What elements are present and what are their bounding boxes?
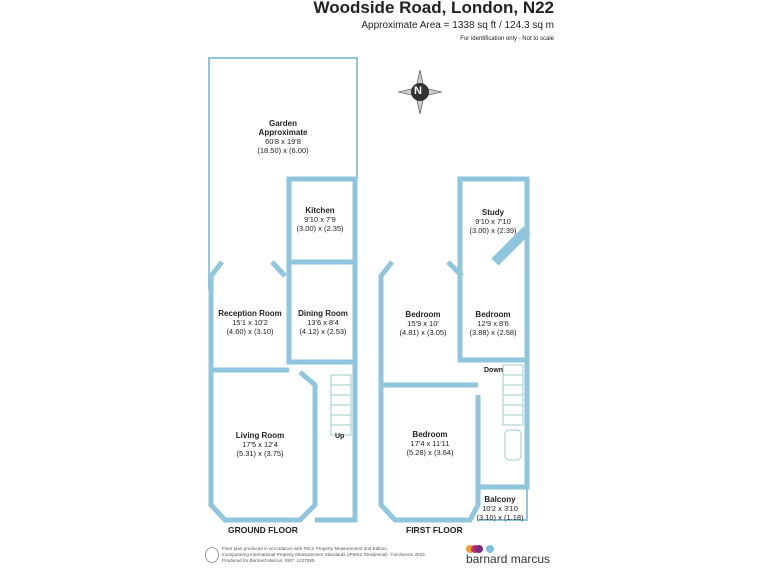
compass-north-label: N bbox=[414, 85, 422, 97]
stairs-up-label: Up bbox=[335, 433, 345, 440]
ground-floor-label: GROUND FLOOR bbox=[228, 525, 298, 535]
first-floor-walls bbox=[378, 176, 531, 523]
brand-logo-dots-icon bbox=[466, 545, 494, 553]
identification-note: For identification only - Not to scale bbox=[460, 36, 554, 42]
stairs-down-label: Down bbox=[484, 367, 504, 374]
footer-disclaimer: Floor plan produced in accordance with R… bbox=[222, 546, 427, 563]
property-title: Woodside Road, London, N22 bbox=[313, 0, 554, 17]
brand-name: barnard marcus bbox=[466, 552, 551, 566]
first-stairs bbox=[502, 364, 524, 461]
approximate-area: Approximate Area = 1338 sq ft / 124.3 sq… bbox=[361, 20, 554, 31]
garden-boundary bbox=[208, 57, 358, 290]
compass-icon bbox=[397, 69, 443, 115]
ground-floor-walls bbox=[208, 176, 358, 523]
ground-stairs bbox=[330, 374, 352, 436]
rics-logo-icon bbox=[205, 547, 219, 563]
first-floor-label: FIRST FLOOR bbox=[406, 525, 463, 535]
